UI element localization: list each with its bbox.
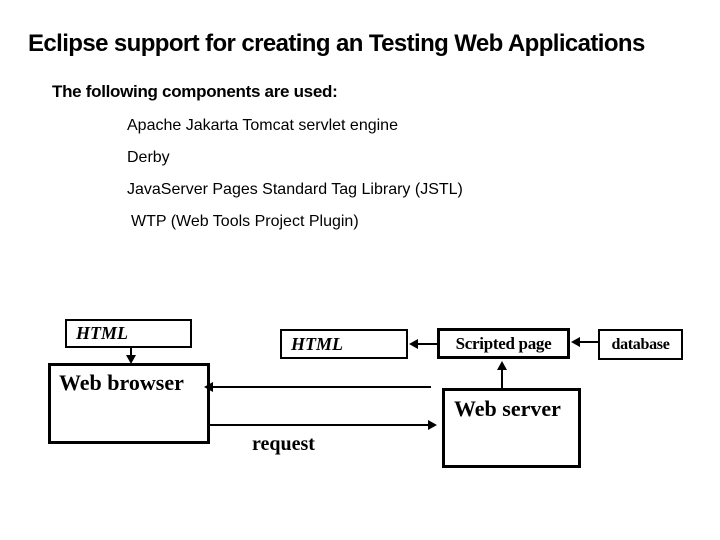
component-item-derby: Derby [127, 149, 170, 166]
box-web-browser-label: Web browser [59, 370, 184, 395]
component-item-tomcat: Apache Jakarta Tomcat servlet engine [127, 117, 398, 134]
arrowhead-left-icon [204, 382, 213, 392]
box-html-browser-side: HTML [65, 319, 192, 348]
arrowhead-up-icon [497, 361, 507, 370]
box-web-server: Web server [442, 388, 581, 468]
box-web-browser: Web browser [48, 363, 210, 444]
intro-text: The following components are used: [52, 82, 338, 101]
arrow-line [579, 341, 598, 343]
arrowhead-right-icon [428, 420, 437, 430]
arrow-line [212, 386, 431, 388]
arrow-line [130, 348, 132, 356]
box-html-server-side: HTML [280, 329, 408, 359]
slide-title: Eclipse support for creating an Testing … [28, 30, 645, 57]
arrow-line [501, 369, 503, 388]
box-scripted-page-label: Scripted page [455, 333, 552, 353]
box-database: database [598, 329, 683, 360]
request-label: request [252, 433, 315, 455]
component-item-wtp: WTP (Web Tools Project Plugin) [131, 213, 359, 230]
arrow-line [210, 424, 429, 426]
component-item-jstl: JavaServer Pages Standard Tag Library (J… [127, 181, 463, 198]
box-database-label: database [611, 335, 670, 353]
arrowhead-left-icon [571, 337, 580, 347]
box-scripted-page: Scripted page [437, 328, 570, 359]
arrowhead-down-icon [126, 355, 136, 364]
box-html-server-side-label: HTML [291, 333, 343, 354]
arrowhead-left-icon [409, 339, 418, 349]
box-web-server-label: Web server [454, 396, 561, 421]
arrow-line [417, 343, 437, 345]
box-html-browser-side-label: HTML [76, 323, 128, 343]
